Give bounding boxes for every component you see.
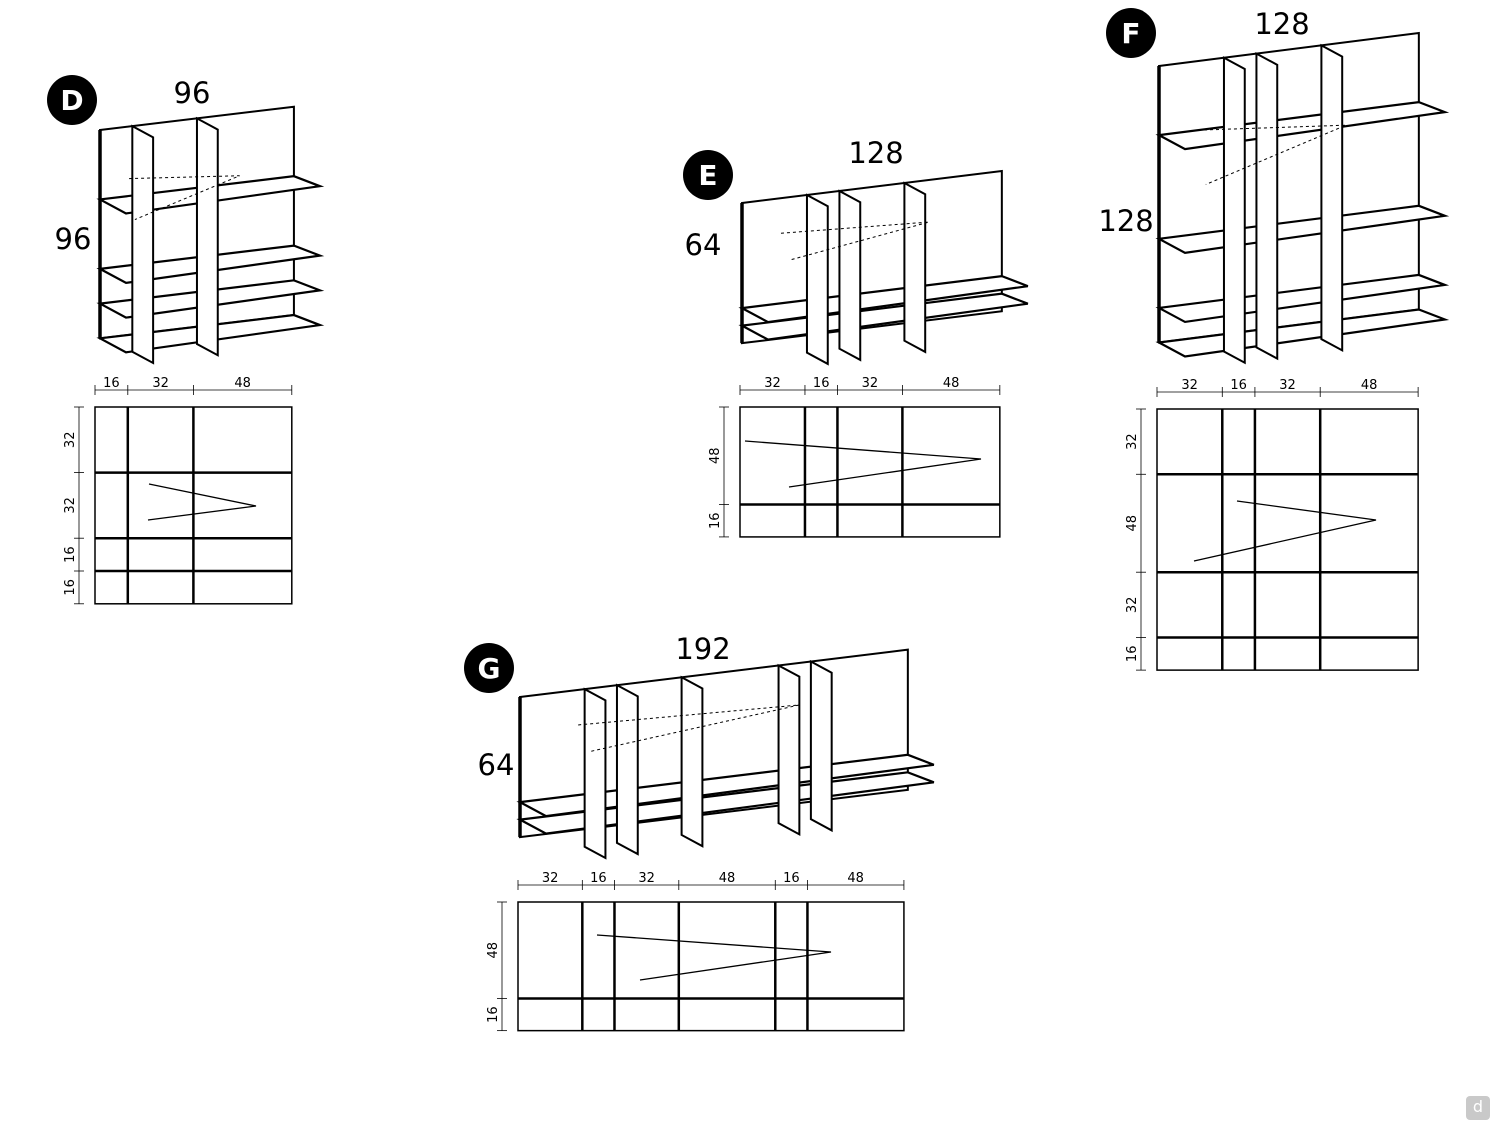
column-dimension-label: 48 <box>719 871 736 886</box>
front-elevation: 16 32 48 32 32 16 16 <box>63 376 293 605</box>
height-label: 128 <box>1098 204 1153 238</box>
dashed-zigzag <box>780 221 930 261</box>
vertical-divider <box>805 193 829 366</box>
column-dimension-label: 16 <box>590 871 607 886</box>
module-letter: D <box>60 84 83 117</box>
badge-circle <box>1106 8 1156 58</box>
zigzag-mark <box>744 440 982 488</box>
isometric-view <box>738 169 1029 366</box>
column-dimension-label: 48 <box>943 376 960 391</box>
column-dimension-label: 32 <box>542 871 559 886</box>
vertical-divider <box>777 663 801 837</box>
elevation-frame <box>517 901 905 1032</box>
vertical-divider <box>1222 56 1246 365</box>
column-dimension-label: 48 <box>234 376 251 391</box>
module-g: G 192 64 32 16 32 48 16 48 48 16 <box>464 632 935 1032</box>
module-letter: G <box>478 652 501 685</box>
row-dimension-label: 48 <box>486 942 501 959</box>
badge-circle <box>683 150 733 200</box>
vertical-divider <box>809 659 833 833</box>
module-badge: E <box>683 150 733 200</box>
row-dimension-label: 32 <box>63 497 78 514</box>
column-dimension-label: 48 <box>847 871 864 886</box>
module-letter: E <box>698 159 717 192</box>
column-dimension-label: 32 <box>152 376 169 391</box>
height-label: 64 <box>685 228 722 262</box>
front-elevation: 32 16 32 48 32 48 32 16 <box>1125 378 1419 671</box>
badge-circle <box>47 75 97 125</box>
row-dimension-label: 32 <box>63 432 78 449</box>
row-dimension-label: 16 <box>63 579 78 596</box>
vertical-divider <box>195 116 219 357</box>
vertical-divider <box>583 687 607 860</box>
width-label: 192 <box>675 632 730 666</box>
module-badge: G <box>464 643 514 693</box>
module-letter: F <box>1121 17 1140 50</box>
column-dimension-label: 32 <box>764 376 781 391</box>
column-dimension-label: 16 <box>1230 378 1247 393</box>
module-d: D 96 96 16 32 48 32 32 16 16 <box>47 75 325 605</box>
isometric-view <box>96 105 325 365</box>
brand-logo: d <box>1466 1096 1490 1120</box>
dashed-zigzag <box>1197 124 1347 185</box>
zigzag-mark <box>1193 500 1377 562</box>
isometric-view <box>1155 31 1450 365</box>
module-e: E 128 64 32 16 32 48 48 16 <box>683 136 1029 538</box>
module-badge: D <box>47 75 97 125</box>
front-elevation: 32 16 32 48 16 48 48 16 <box>486 871 905 1032</box>
column-dimension-label: 32 <box>1279 378 1296 393</box>
vertical-divider <box>680 675 704 848</box>
badge-circle <box>464 643 514 693</box>
column-dimension-label: 16 <box>103 376 120 391</box>
module-f: F 128 128 32 16 32 48 32 48 32 16 <box>1098 7 1450 671</box>
column-dimension-label: 48 <box>1361 378 1378 393</box>
row-dimension-label: 16 <box>63 546 78 563</box>
front-elevation: 32 16 32 48 48 16 <box>708 376 1001 538</box>
vertical-divider <box>1320 43 1344 353</box>
height-label: 64 <box>478 748 515 782</box>
column-dimension-label: 16 <box>813 376 830 391</box>
zigzag-mark <box>596 934 832 981</box>
row-dimension-label: 32 <box>1125 433 1140 450</box>
vertical-divider <box>131 124 155 365</box>
module-badge: F <box>1106 8 1156 58</box>
row-dimension-label: 16 <box>486 1006 501 1023</box>
dashed-zigzag <box>129 175 240 221</box>
width-label: 128 <box>1254 7 1309 41</box>
row-dimension-label: 48 <box>1125 515 1140 532</box>
width-label: 96 <box>174 76 211 110</box>
row-dimension-label: 16 <box>708 512 723 529</box>
column-dimension-label: 16 <box>783 871 800 886</box>
column-dimension-label: 32 <box>862 376 879 391</box>
row-dimension-label: 48 <box>708 447 723 464</box>
zigzag-mark <box>147 483 257 521</box>
vertical-divider <box>1255 51 1279 361</box>
vertical-divider <box>903 181 927 354</box>
row-dimension-label: 32 <box>1125 597 1140 614</box>
vertical-divider <box>615 683 639 856</box>
width-label: 128 <box>848 136 903 170</box>
column-dimension-label: 32 <box>638 871 655 886</box>
dashed-zigzag <box>578 704 800 753</box>
elevation-frame <box>739 406 1001 538</box>
vertical-divider <box>838 189 862 362</box>
isometric-view <box>516 648 935 860</box>
height-label: 96 <box>55 222 92 256</box>
row-dimension-label: 16 <box>1125 646 1140 663</box>
column-dimension-label: 32 <box>1181 378 1198 393</box>
